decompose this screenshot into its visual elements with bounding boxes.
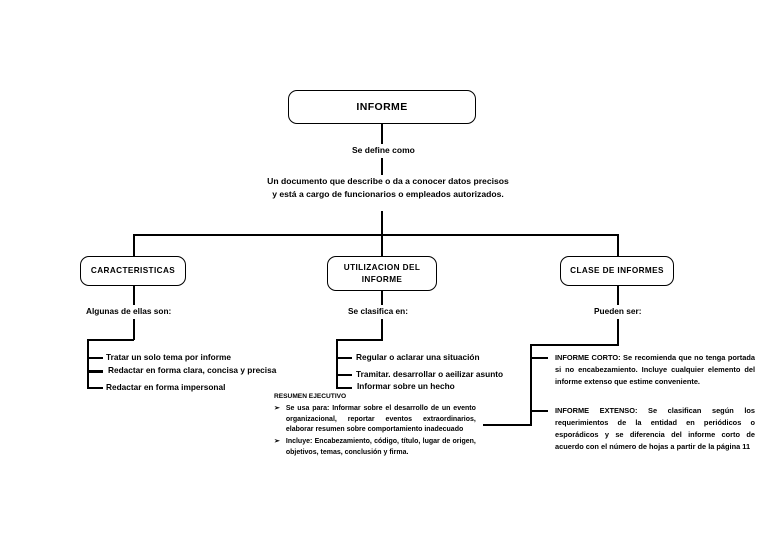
node-utilizacion-del-informe[interactable]: UTILIZACION DEL INFORME: [327, 256, 437, 291]
connector-horizontal-split: [133, 234, 619, 236]
node-informe-label: INFORME: [356, 100, 408, 113]
connector-drop-left: [133, 234, 135, 258]
connector-resumen-to-right-bracket: [483, 424, 531, 426]
bracket-left-spine: [87, 339, 89, 388]
bracket-right-spine: [530, 344, 532, 426]
resumen-ejecutivo-bullet-1: ➢ Se usa para: Informar sobre el desarro…: [274, 404, 482, 436]
bullet-arrow-icon-2: ➢: [274, 438, 280, 445]
bracket-left-stub-2: [87, 370, 103, 373]
resumen-ejecutivo-title: RESUMEN EJECUTIVO: [274, 393, 347, 400]
node-caracteristicas[interactable]: CARACTERISTICAS: [80, 256, 186, 286]
clase-informe-corto-text: INFORME CORTO: Se recomienda que no teng…: [555, 353, 755, 386]
list-item-caracteristicas-2: Redactar en forma clara, concisa y preci…: [108, 365, 277, 375]
node-informe[interactable]: INFORME: [288, 90, 476, 124]
definition-line-1: Un documento que describe o da a conocer…: [267, 176, 509, 186]
bracket-left-stub-1: [87, 357, 103, 359]
connector-label-to-clase-bracket: [617, 319, 619, 345]
bracket-middle-top: [336, 339, 383, 341]
bracket-left-top: [87, 339, 134, 341]
node-utilizacion-label-line1: UTILIZACION DEL: [343, 263, 421, 273]
bracket-middle-spine: [336, 339, 338, 388]
connector-utilizacion-to-label: [381, 291, 383, 305]
bullet-arrow-icon: ➢: [274, 405, 280, 412]
bracket-middle-stub-1: [336, 357, 352, 359]
bracket-right-stub-2: [530, 410, 548, 412]
bracket-middle-stub-3: [336, 387, 352, 389]
resumen-ejecutivo-bullet-1-text: Se usa para: Informar sobre el desarroll…: [285, 405, 476, 433]
connector-drop-right: [617, 234, 619, 258]
definition-paragraph: Un documento que describe o da a conocer…: [258, 175, 518, 202]
connector-clase-to-label: [617, 286, 619, 305]
node-clase-de-informes[interactable]: CLASE DE INFORMES: [560, 256, 674, 286]
connector-definelabel-to-definition: [381, 158, 383, 175]
label-algunas-de-ellas-son: Algunas de ellas son:: [86, 306, 172, 316]
clase-informe-extenso-text: INFORME EXTENSO: Se clasifican según los…: [555, 406, 755, 451]
definition-line-2: y está a cargo de funcionarios o emplead…: [272, 189, 504, 200]
list-item-caracteristicas-3: Redactar en forma impersonal: [106, 382, 226, 392]
bracket-right-stub-1: [530, 357, 548, 359]
bracket-middle-stub-2: [336, 374, 352, 376]
node-clase-de-informes-label: CLASE DE INFORMES: [570, 266, 664, 276]
node-caracteristicas-label: CARACTERISTICAS: [90, 266, 176, 276]
connector-label-to-utilizacion-bracket: [381, 319, 383, 340]
connector-root-to-definelabel: [381, 124, 383, 144]
list-item-caracteristicas-1: Tratar un solo tema por informe: [106, 352, 231, 362]
list-item-utilizacion-2: Tramitar. desarrollar o aeilizar asunto: [356, 369, 504, 379]
bracket-right-top: [530, 344, 619, 346]
resumen-ejecutivo-bullet-2: ➢ Incluye: Encabezamiento, código, títul…: [274, 437, 482, 458]
resumen-ejecutivo-bullet-2-text: Incluye: Encabezamiento, código, título,…: [285, 438, 476, 456]
connector-definition-to-trunk: [381, 211, 383, 235]
list-item-utilizacion-1: Regular o aclarar una situación: [356, 352, 480, 362]
node-utilizacion-label-line2: INFORME: [361, 274, 403, 284]
bracket-left-stub-3: [87, 387, 103, 389]
label-pueden-ser: Pueden ser:: [594, 306, 642, 316]
label-se-define-como: Se define como: [352, 145, 415, 155]
connector-caracteristicas-to-label: [133, 286, 135, 305]
connector-drop-center: [381, 234, 383, 258]
list-item-utilizacion-3: Informar sobre un hecho: [357, 381, 455, 391]
connector-label-to-caracteristicas-bracket: [133, 319, 135, 340]
label-se-clasifica-en: Se clasifica en:: [348, 306, 408, 316]
